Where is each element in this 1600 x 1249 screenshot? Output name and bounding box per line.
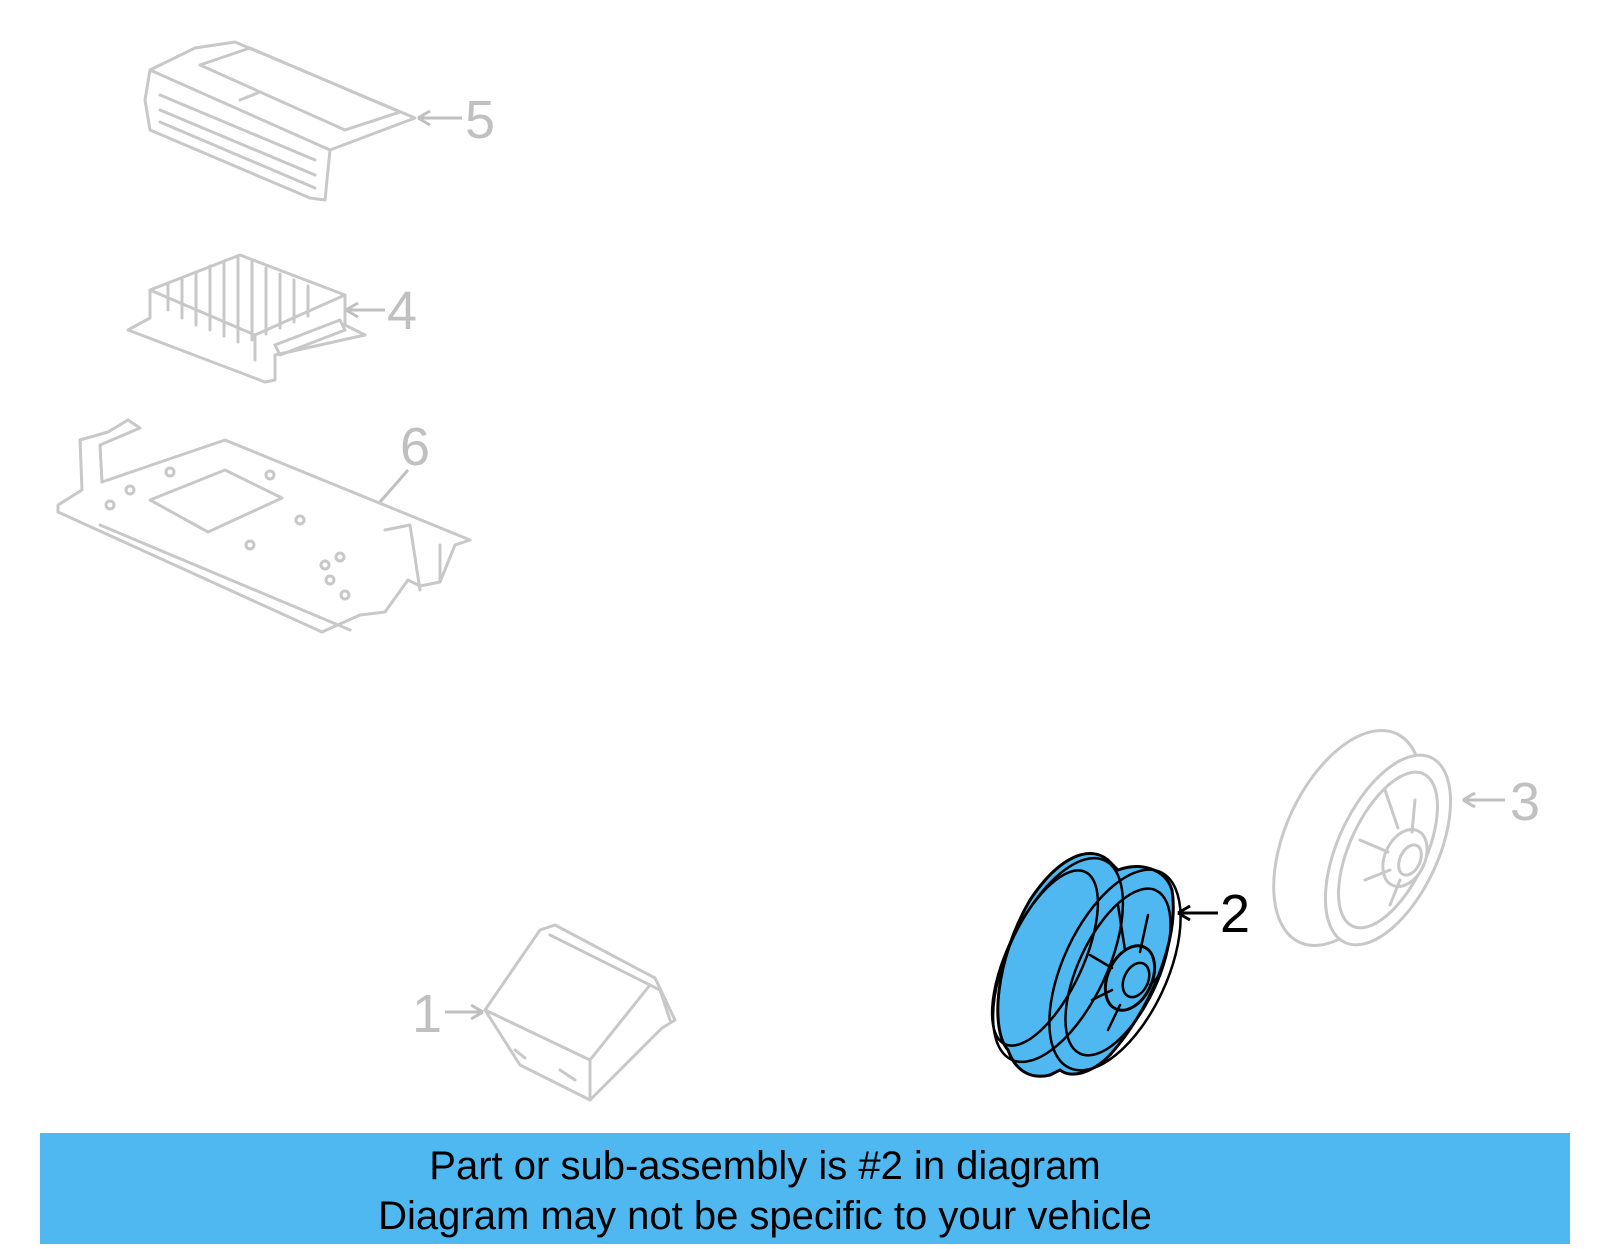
callout-5: 5 (417, 90, 495, 150)
callout-3-label: 3 (1510, 772, 1540, 832)
part-4-amplifier[interactable] (126, 253, 367, 384)
part-5-module[interactable] (143, 40, 417, 202)
callout-4-label: 4 (387, 281, 417, 341)
callout-2-label: 2 (1220, 884, 1250, 944)
callout-1-label: 1 (412, 984, 442, 1044)
callout-4: 4 (345, 281, 417, 341)
banner-line-2: Diagram may not be specific to your vehi… (378, 1194, 1152, 1238)
info-banner: Part or sub-assembly is #2 in diagram Di… (40, 1133, 1570, 1244)
callout-6: 6 (378, 417, 430, 503)
part-6-bracket[interactable] (56, 418, 472, 634)
callout-2: 2 (1177, 884, 1250, 944)
callout-3: 3 (1462, 772, 1540, 832)
part-3-speaker[interactable] (1243, 708, 1476, 969)
callout-1: 1 (412, 984, 484, 1044)
callout-5-label: 5 (465, 90, 495, 150)
callout-6-label: 6 (400, 417, 430, 477)
part-1-speaker-box[interactable] (483, 923, 677, 1102)
banner-line-1: Part or sub-assembly is #2 in diagram (429, 1144, 1101, 1188)
part-2-speaker-highlighted[interactable] (966, 839, 1208, 1090)
